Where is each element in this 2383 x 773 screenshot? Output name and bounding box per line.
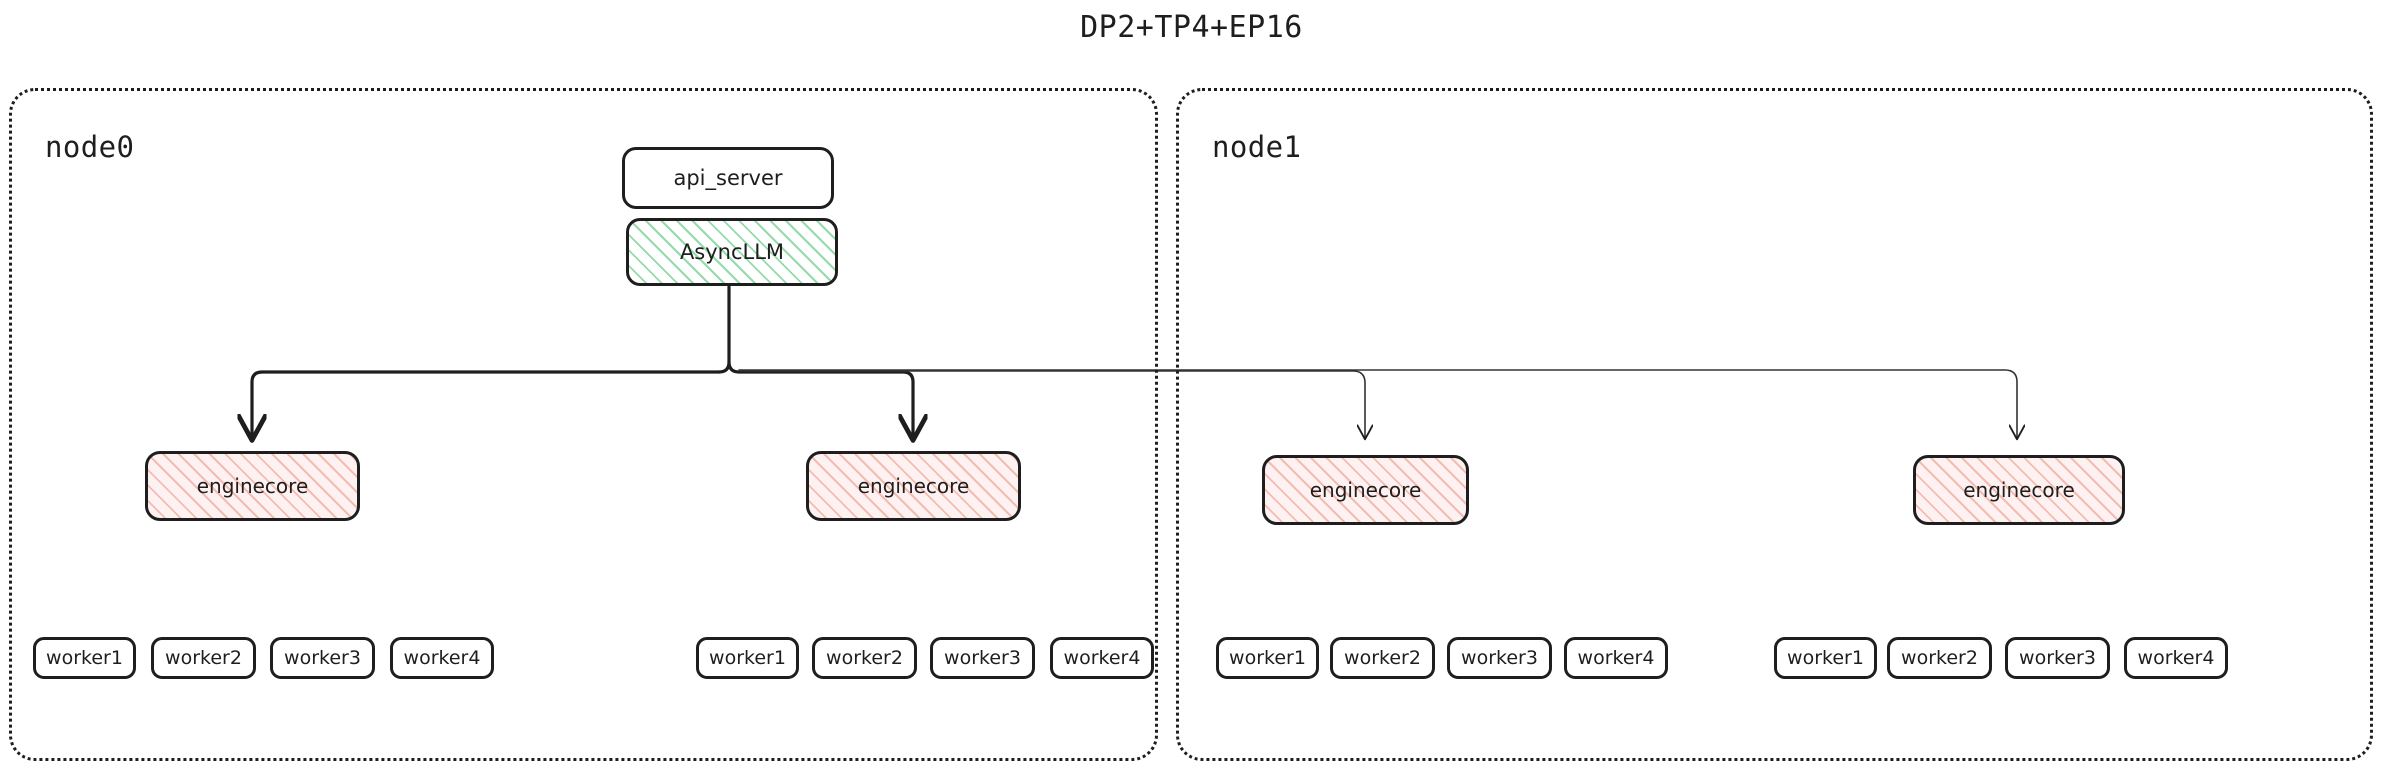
- page-title: DP2+TP4+EP16: [1080, 10, 1303, 45]
- worker-label: worker2: [1344, 647, 1421, 669]
- worker-label: worker2: [826, 647, 903, 669]
- worker-label: worker2: [1901, 647, 1978, 669]
- worker-label: worker4: [1577, 647, 1655, 669]
- worker-label: worker2: [165, 647, 242, 669]
- worker-label: worker1: [709, 647, 786, 669]
- worker-label: worker4: [2137, 647, 2215, 669]
- worker-box[interactable]: worker2: [151, 637, 256, 679]
- worker-box[interactable]: worker2: [1330, 637, 1435, 679]
- node-container-node0[interactable]: [9, 88, 1158, 761]
- api-server-box[interactable]: api_server: [622, 147, 834, 209]
- async-llm-box[interactable]: AsyncLLM: [626, 218, 838, 286]
- worker-label: worker1: [46, 647, 123, 669]
- worker-box[interactable]: worker1: [33, 637, 136, 679]
- enginecore-label: enginecore: [196, 474, 309, 498]
- node-label-node0: node0: [45, 130, 135, 164]
- enginecore-label: enginecore: [1309, 478, 1422, 502]
- worker-box[interactable]: worker4: [1564, 637, 1668, 679]
- api-server-label: api_server: [673, 166, 783, 190]
- enginecore-label: enginecore: [1963, 478, 2075, 502]
- enginecore-box-2[interactable]: enginecore: [1262, 455, 1469, 525]
- worker-label: worker1: [1229, 647, 1306, 669]
- worker-box[interactable]: worker4: [1050, 637, 1154, 679]
- worker-label: worker3: [2019, 647, 2096, 669]
- worker-box[interactable]: worker3: [2005, 637, 2110, 679]
- worker-box[interactable]: worker2: [812, 637, 917, 679]
- node-container-node1[interactable]: [1176, 88, 2373, 761]
- worker-box[interactable]: worker2: [1887, 637, 1992, 679]
- worker-label: worker4: [1063, 647, 1141, 669]
- enginecore-box-3[interactable]: enginecore: [1913, 455, 2125, 525]
- worker-label: worker1: [1787, 647, 1864, 669]
- worker-box[interactable]: worker3: [270, 637, 375, 679]
- worker-box[interactable]: worker4: [390, 637, 494, 679]
- worker-box[interactable]: worker1: [1216, 637, 1319, 679]
- enginecore-box-1[interactable]: enginecore: [806, 451, 1021, 521]
- enginecore-label: enginecore: [857, 474, 970, 498]
- worker-label: worker3: [944, 647, 1021, 669]
- worker-label: worker3: [284, 647, 361, 669]
- async-llm-label: AsyncLLM: [679, 240, 785, 264]
- worker-label: worker4: [403, 647, 481, 669]
- node-label-node1: node1: [1212, 130, 1302, 164]
- worker-box[interactable]: worker3: [1447, 637, 1552, 679]
- worker-box[interactable]: worker1: [696, 637, 799, 679]
- worker-label: worker3: [1461, 647, 1538, 669]
- worker-box[interactable]: worker3: [930, 637, 1035, 679]
- worker-box[interactable]: worker4: [2124, 637, 2228, 679]
- worker-box[interactable]: worker1: [1774, 637, 1877, 679]
- enginecore-box-0[interactable]: enginecore: [145, 451, 360, 521]
